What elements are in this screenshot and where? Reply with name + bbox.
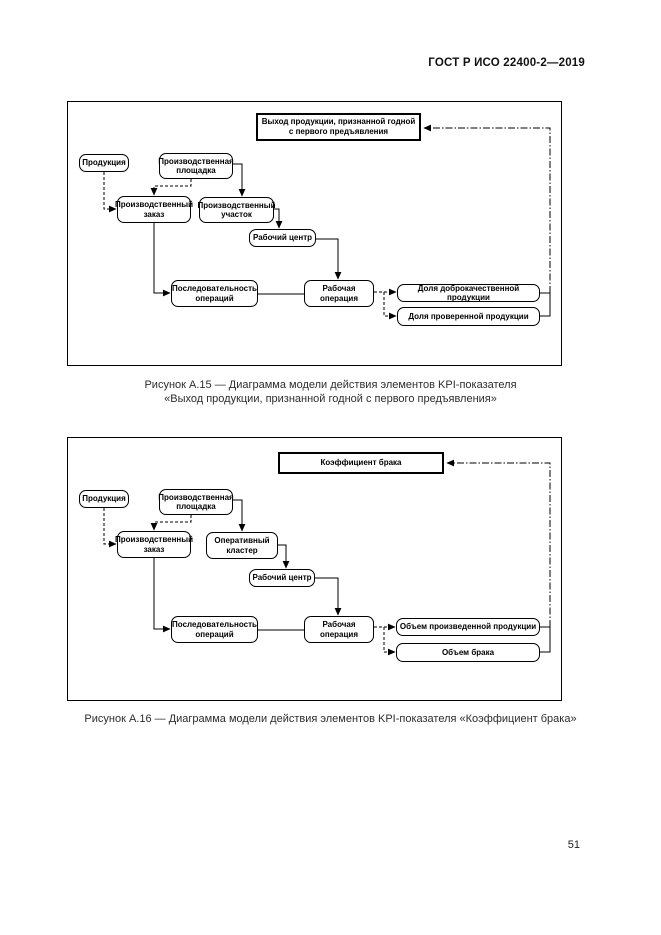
dashed-connector-lines [103,172,397,320]
node-operation-sequence: Последовательность операций [171,280,258,307]
node-production-area: Производственный участок [197,197,276,223]
node-operations-cluster: Оперативный кластер [206,532,278,559]
solid-connector-lines [153,499,551,653]
node-inspected-quantity: Доля проверенной продукции [397,307,540,326]
figure-a15-caption-line2: «Выход продукции, признанной годной с пе… [164,393,497,405]
figure-a16-diagram: Коэффициент брака Продукция Производстве… [67,437,562,701]
node-production-order: Производственный заказ [115,531,193,558]
node-production-site: Производственная площадка [158,489,234,515]
figure-a16-connectors [103,459,551,656]
node-work-center: Рабочий центр [249,569,315,587]
dashed-connector-lines [103,508,396,656]
document-header: ГОСТ Р ИСО 22400-2—2019 [428,57,585,69]
node-good-quantity: Доля доброкачественной продукции [397,284,540,302]
figure-a16-caption: Рисунок А.16 — Диаграмма модели действия… [84,713,577,725]
node-work-operation: Рабочая операция [304,616,374,643]
kpi-box-scrap-ratio: Коэффициент брака [278,452,444,474]
node-product: Продукция [79,154,129,172]
figure-a15-caption-line1: Рисунок А.15 — Диаграмма модели действия… [144,379,517,391]
node-product: Продукция [79,490,129,508]
kpi-box-first-pass-yield: Выход продукции, признанной годной с пер… [256,113,421,141]
node-work-center: Рабочий центр [249,229,316,247]
node-operation-sequence: Последовательность операций [171,616,258,643]
node-produced-quantity: Объем произведенной продукции [396,618,540,636]
dashdot-feedback-line [446,459,551,627]
page-number: 51 [567,839,580,851]
figure-a15-diagram: Выход продукции, признанной годной с пер… [67,101,562,366]
node-work-operation: Рабочая операция [304,280,374,307]
solid-connector-lines [153,163,551,317]
node-production-order: Производственный заказ [115,196,193,223]
node-scrap-quantity: Объем брака [396,643,540,662]
node-production-site: Производственная площадка [158,153,234,179]
dashdot-feedback-line [423,124,551,293]
figure-a15-connectors [103,124,551,320]
